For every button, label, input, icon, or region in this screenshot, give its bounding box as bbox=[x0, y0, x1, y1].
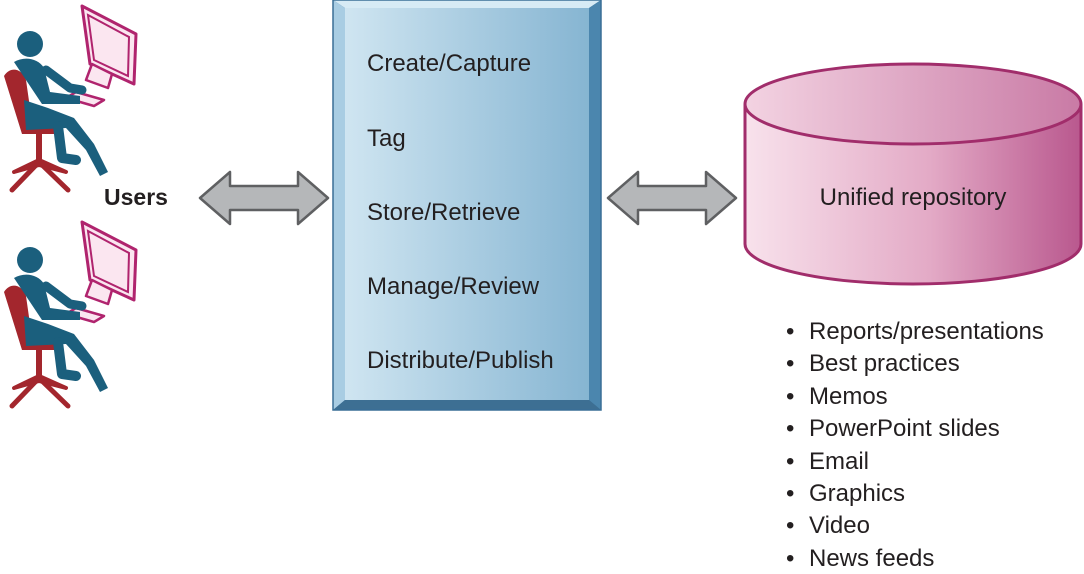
step-create-capture: Create/Capture bbox=[367, 50, 532, 77]
process-box bbox=[332, 0, 602, 411]
step-store-retrieve: Store/Retrieve bbox=[367, 199, 521, 226]
list-item: Email bbox=[786, 446, 1044, 478]
step-manage-review: Manage/Review bbox=[367, 273, 540, 300]
unified-repository-cylinder-icon bbox=[743, 62, 1083, 286]
process-to-repository-double-arrow-icon bbox=[606, 170, 738, 226]
step-distribute-publish: Distribute/Publish bbox=[367, 347, 554, 374]
list-item: Graphics bbox=[786, 478, 1044, 510]
list-item: Memos bbox=[786, 381, 1044, 413]
user-at-computer-bottom-icon bbox=[4, 222, 136, 406]
users-to-process-double-arrow-icon bbox=[198, 170, 330, 226]
list-item: News feeds bbox=[786, 543, 1044, 574]
list-item: Reports/presentations bbox=[786, 316, 1044, 348]
content-type-list: Reports/presentations Best practices Mem… bbox=[786, 316, 1044, 574]
list-item: Best practices bbox=[786, 348, 1044, 380]
list-item: Video bbox=[786, 510, 1044, 542]
users-label: Users bbox=[104, 184, 168, 210]
repository-label: Unified repository bbox=[819, 184, 1007, 211]
user-at-computer-top-icon bbox=[4, 6, 136, 190]
list-item: PowerPoint slides bbox=[786, 413, 1044, 445]
step-tag: Tag bbox=[367, 125, 406, 152]
